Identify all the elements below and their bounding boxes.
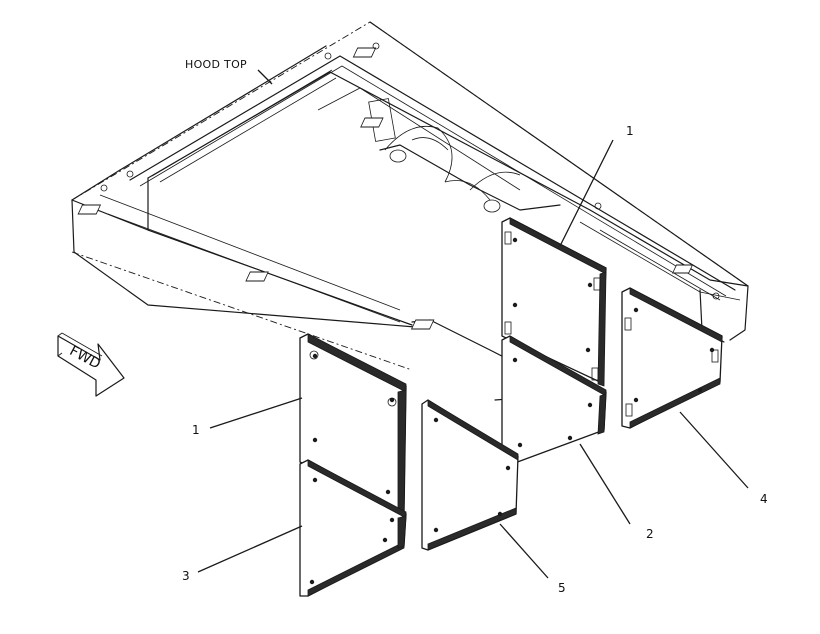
panel-front-lower bbox=[299, 459, 407, 597]
callout-2: 2 bbox=[646, 527, 654, 541]
forward-arrow-icon: FWD bbox=[57, 332, 125, 397]
callout-leader-2 bbox=[579, 443, 631, 525]
panel-front-angled bbox=[421, 399, 519, 551]
panel-rear-side bbox=[621, 287, 723, 429]
hood-top-leader bbox=[257, 69, 273, 85]
panel-front-upper bbox=[299, 333, 407, 515]
callout-4: 4 bbox=[760, 492, 768, 506]
callout-leader-1-upper bbox=[559, 139, 614, 247]
callout-1-upper: 1 bbox=[626, 124, 634, 138]
callout-1-front: 1 bbox=[192, 423, 200, 437]
callout-5: 5 bbox=[558, 581, 566, 595]
callout-leader-4 bbox=[679, 411, 749, 489]
panel-upper-right bbox=[501, 217, 607, 387]
callout-leader-1-front bbox=[209, 397, 303, 429]
callout-3: 3 bbox=[182, 569, 190, 583]
callout-leader-5 bbox=[499, 523, 549, 579]
callout-leader-3 bbox=[197, 525, 303, 573]
hood-top-label: HOOD TOP bbox=[185, 58, 247, 71]
